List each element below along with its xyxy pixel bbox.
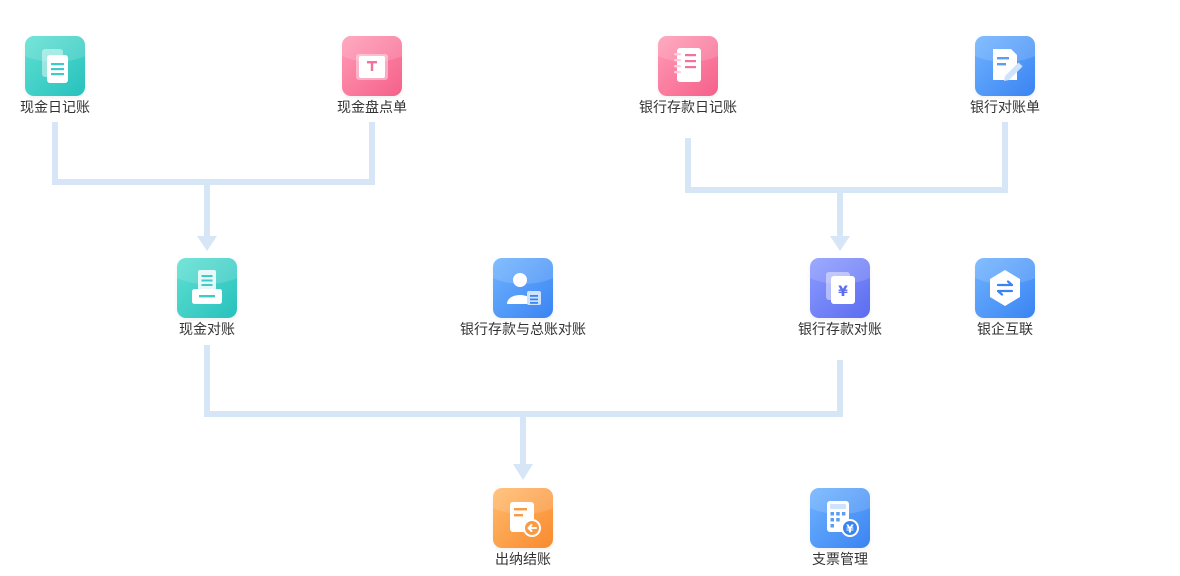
node-label: 出纳结账 [495,552,551,568]
calculator-yen-icon: ¥ [810,488,870,548]
cash-count-icon [342,36,402,96]
svg-text:¥: ¥ [838,284,848,300]
svg-text:¥: ¥ [846,523,854,536]
node-label: 银企互联 [977,322,1033,338]
printer-icon [177,258,237,318]
node-bank-statement[interactable]: 银行对账单 [925,36,1085,117]
node-label: 现金对账 [179,322,235,338]
node-cashier-close[interactable]: 出纳结账 [443,488,603,569]
yen-document-icon: ¥ [810,258,870,318]
connector-bank-journal-to-bank-reconcile [685,122,1008,193]
connector-cash-journal-to-cash-reconcile [52,122,375,185]
node-label: 银行对账单 [970,100,1040,116]
node-bank-link[interactable]: 银企互联 [925,258,1085,339]
node-label: 银行存款与总账对账 [460,322,586,338]
arrow-to-cashier-close [513,464,533,480]
user-ledger-icon [493,258,553,318]
document-icon [25,36,85,96]
node-check-management[interactable]: ¥ 支票管理 [760,488,920,569]
node-cash-count[interactable]: 现金盘点单 [292,36,452,117]
arrow-to-bank-reconcile [830,236,850,251]
arrow-to-cash-reconcile [197,236,217,251]
node-label: 支票管理 [812,552,868,568]
node-bank-reconcile[interactable]: ¥ 银行存款对账 [760,258,920,339]
statement-pen-icon [975,36,1035,96]
node-label: 银行存款对账 [798,322,882,338]
node-bank-journal[interactable]: 银行存款日记账 [608,36,768,117]
connector-reconcile-to-close [204,345,843,417]
node-label: 银行存款日记账 [639,100,737,116]
node-cash-reconcile[interactable]: 现金对账 [127,258,287,339]
close-ledger-icon [493,488,553,548]
node-cash-journal[interactable]: 现金日记账 [0,36,135,117]
node-label: 现金盘点单 [337,100,407,116]
node-bank-gl-reconcile[interactable]: 银行存款与总账对账 [443,258,603,339]
notebook-icon [658,36,718,96]
node-label: 现金日记账 [20,100,90,116]
exchange-icon [975,258,1035,318]
